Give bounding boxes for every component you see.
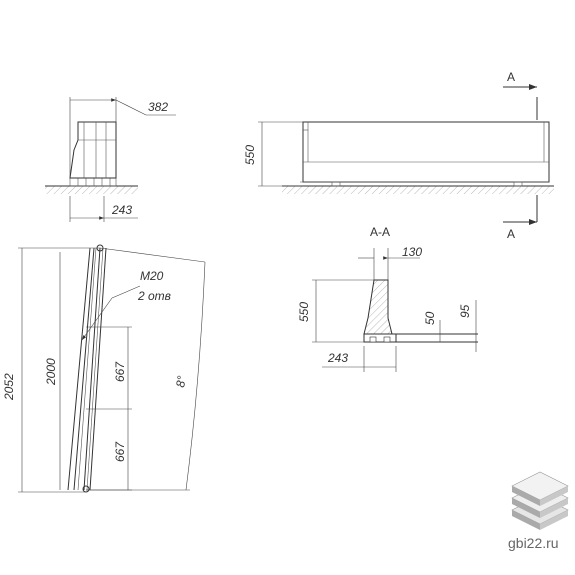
dim-243-side: 243 xyxy=(111,203,132,217)
angle-label: 8° xyxy=(173,375,189,389)
section-a-a xyxy=(312,248,478,372)
dim-130: 130 xyxy=(402,245,422,259)
dim-2000: 2000 xyxy=(44,358,58,386)
dim-382: 382 xyxy=(148,100,168,114)
dim-550-section: 550 xyxy=(297,302,311,322)
side-view xyxy=(45,97,176,222)
logo-icon xyxy=(511,471,569,530)
dim-667-lower: 667 xyxy=(113,441,127,462)
dim-95: 95 xyxy=(458,304,472,318)
dim-2052: 2052 xyxy=(2,373,16,401)
dim-50: 50 xyxy=(423,311,437,325)
front-view xyxy=(258,84,554,225)
section-title: A-A xyxy=(370,225,390,239)
section-mark-bottom: A xyxy=(507,227,515,241)
dim-550-front: 550 xyxy=(243,145,257,165)
long-view xyxy=(18,244,206,493)
bolt-count: 2 отв xyxy=(137,289,171,303)
dim-667-upper: 667 xyxy=(113,361,127,382)
section-mark-top: A xyxy=(507,70,515,84)
site-url: gbi22.ru xyxy=(508,535,559,551)
bolt-spec: M20 xyxy=(140,269,164,283)
dim-243-section: 243 xyxy=(327,351,348,365)
